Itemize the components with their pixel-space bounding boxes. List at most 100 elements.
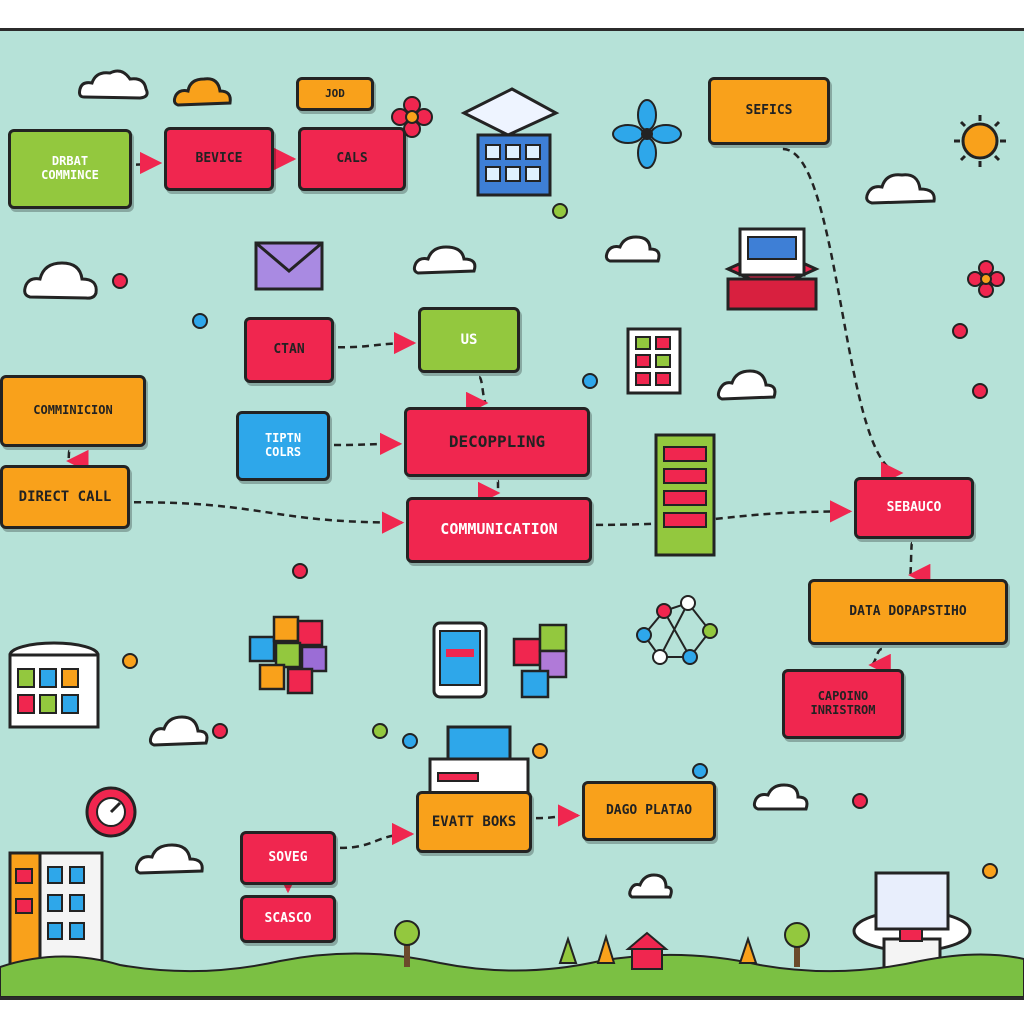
node-label-line: DRBAT: [51, 154, 89, 169]
cloud-icon: [172, 77, 232, 107]
node-label-line: SCASCO: [264, 910, 312, 926]
node-us: US: [418, 307, 520, 373]
node-label-line: SOVEG: [268, 849, 308, 865]
node-label-line: CTAN: [273, 341, 305, 357]
tablet-icon: [432, 621, 488, 699]
node-ctan: CTAN: [244, 317, 334, 383]
node-label-line: US: [460, 331, 478, 348]
cloud-icon: [148, 715, 209, 747]
node-job: JOD: [296, 77, 374, 111]
edge-communication-to-sebauco: [595, 500, 853, 527]
decor-dot: [582, 373, 598, 389]
node-label: US: [461, 332, 478, 348]
node-label-line: COMMINCE: [41, 168, 99, 182]
cubes-stack-icon: [512, 623, 568, 699]
edge-sebauco-to-data-dopapstiho: [907, 541, 931, 586]
node-communication: COMMUNICATION: [406, 497, 592, 563]
node-evatt-boks: EVATT BOKS: [416, 791, 532, 853]
edge-services-top-right-to-sebauco: [782, 147, 904, 485]
node-label-line: COLRS: [264, 445, 302, 459]
node-label: SEFICS: [746, 103, 793, 119]
office-building-icon: [460, 87, 560, 197]
node-label-line: CAPOINO: [817, 689, 869, 704]
decor-dot: [982, 863, 998, 879]
sun-icon: [954, 115, 1006, 167]
node-services-top-right: SEFICS: [708, 77, 830, 145]
node-label-line: DECOPPLING: [448, 431, 546, 451]
wire-layer: [66, 147, 998, 894]
edge-soveg-to-evatt-boks: [339, 822, 415, 850]
node-label: SOVEG: [268, 849, 308, 866]
fan-icon: [612, 99, 682, 169]
cloud-icon: [78, 69, 149, 100]
edge-comminicion-to-direct-call: [66, 449, 89, 472]
node-label-line: COMMUNICATION: [440, 520, 558, 539]
node-label-line: BEVICE: [195, 150, 243, 166]
decor-dot: [292, 563, 308, 579]
decor-dot: [552, 203, 568, 219]
cloud-icon: [23, 261, 98, 300]
node-label-line: JOD: [325, 86, 345, 100]
node-label: DAGO PLATAO: [605, 802, 693, 819]
cloud-icon: [752, 783, 809, 811]
node-label: JOD: [325, 86, 345, 101]
node-label-line: INRISTROM: [810, 703, 876, 717]
node-scasco: SCASCO: [240, 895, 336, 943]
network-graph-icon: [636, 595, 718, 665]
node-label-line: DAGO PLATAO: [605, 802, 693, 818]
node-label-line: EVATT BOKS: [431, 813, 517, 830]
node-label: CALS: [336, 150, 368, 167]
node-label: SEBAUCO: [886, 499, 942, 516]
server-rack-icon: [654, 433, 716, 557]
control-panel-icon: [626, 327, 682, 395]
router-device-icon: [428, 725, 530, 799]
node-label: BEVICE: [195, 150, 243, 167]
decor-dot: [952, 323, 968, 339]
node-label: DECOPPLING: [448, 431, 546, 451]
node-label-line: DIRECT CALL: [18, 488, 112, 505]
node-label: COMMINICION: [33, 403, 113, 418]
node-comminicion: COMMINICION: [0, 375, 146, 447]
server-block-icon: [724, 227, 820, 311]
decor-dot: [402, 733, 418, 749]
node-label: SCASCO: [264, 910, 312, 927]
node-soveg: SOVEG: [240, 831, 336, 885]
node-direct-call: DIRECT CALL: [0, 465, 130, 529]
node-data-dopapstiho: DATA DOPAPSTIHO: [808, 579, 1008, 645]
edge-us-to-decoupling: [465, 375, 489, 415]
decor-dot: [532, 743, 548, 759]
cloud-icon: [628, 873, 673, 899]
node-label: DATA DOPAPSTIHO: [849, 603, 967, 620]
cloud-icon: [604, 235, 661, 263]
edge-evatt-boks-to-dago-platao: [535, 804, 581, 827]
node-label-line: DATA DOPAPSTIHO: [849, 603, 967, 619]
node-sebauco: SEBAUCO: [854, 477, 974, 539]
edge-tiptn-colrs-to-decoupling: [333, 432, 403, 456]
grass-ground: [0, 920, 1024, 997]
stadium-icon: [852, 871, 972, 971]
edge-direct-call-to-communication: [133, 500, 405, 534]
edge-ctan-to-us: [337, 331, 417, 355]
node-label: CTAN: [273, 341, 305, 358]
node-label-line: TIPTN: [264, 431, 302, 446]
cloud-icon: [412, 245, 477, 275]
node-label-line: SEBAUCO: [886, 499, 942, 515]
node-service-top: BEVICE: [164, 127, 274, 191]
node-dago-platao: DAGO PLATAO: [582, 781, 716, 841]
cloud-icon: [716, 369, 777, 401]
decor-dot: [212, 723, 228, 739]
envelope-icon: [254, 241, 324, 291]
node-calls: CALS: [298, 127, 406, 191]
cloud-icon: [865, 173, 936, 205]
node-label-line: CALS: [336, 150, 368, 166]
decor-dot: [692, 763, 708, 779]
decor-dot: [852, 793, 868, 809]
node-label-line: COMMINICION: [33, 403, 113, 418]
